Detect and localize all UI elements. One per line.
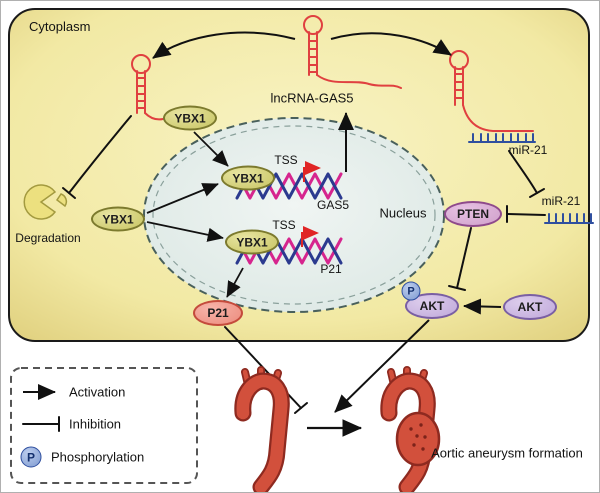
ybx1-node-cytoplasm: YBX1: [91, 206, 145, 232]
arrow-ybx1-to-p21-promoter: [146, 221, 224, 242]
legend-inhibition-label: Inhibition: [69, 416, 122, 432]
inhibition-mir21-pten: [506, 205, 546, 223]
cytoplasm-label: Cytoplasm: [29, 19, 91, 34]
arrow-ybx1-to-gas5-promoter: [146, 183, 219, 214]
aorta-normal-icon: [243, 370, 281, 487]
inhibition-pten-akt: [448, 227, 472, 291]
inhibition-degradation: [62, 115, 132, 199]
ybx1-node-complex: YBX1: [163, 105, 217, 131]
tss-p21-label: TSS: [272, 218, 296, 232]
outcome-label: Aortic aneurysm formation: [431, 445, 583, 461]
gas5-gene-label: GAS5: [316, 198, 350, 212]
p21-gene-label: P21: [320, 262, 342, 276]
arrow-p21-translation: [226, 267, 244, 298]
arrow-shuttle-left: [152, 31, 296, 59]
inhibition-mir21-sponge: [508, 150, 545, 198]
mir21-free-label: miR-21: [541, 194, 581, 208]
tss-arrow-gas5-icon: [303, 161, 321, 182]
arrow-shuttle-right: [330, 32, 452, 56]
mir21-bound-label: miR-21: [508, 143, 548, 157]
degradation-complex-icon: [23, 184, 68, 220]
legend-phospho-badge: P: [20, 446, 42, 468]
tss-arrow-p21-icon: [301, 226, 319, 247]
lncrna-gas5-label: lncRNA-GAS5: [270, 90, 354, 106]
ybx1-node-gas5-promoter: YBX1: [221, 165, 275, 191]
p21-protein-node: P21: [193, 300, 243, 326]
mir21-free-strand-icon: [544, 213, 594, 224]
lncrna-hairpin-top-icon: [303, 15, 402, 89]
arrow-ybx1-complex-to-nucleus: [193, 131, 229, 167]
pten-node: PTEN: [444, 201, 502, 227]
legend-box: [10, 367, 198, 484]
tss-gas5-label: TSS: [274, 153, 298, 167]
mir21-bound-strand-icon: [468, 133, 536, 143]
lncrna-hairpin-left-icon: [131, 54, 164, 121]
nucleus-label: Nucleus: [379, 205, 427, 221]
legend-activation-label: Activation: [69, 384, 126, 400]
akt-node: AKT: [503, 294, 557, 320]
arrow-akt-phosphorylation: [463, 298, 502, 315]
phospho-badge: P: [401, 281, 421, 301]
nucleus-inner-membrane-icon: [152, 125, 436, 305]
ybx1-node-p21-promoter: YBX1: [225, 229, 279, 255]
aorta-aneurysm-icon: [389, 370, 441, 487]
degradation-label: Degradation: [15, 231, 81, 245]
arrow-pakt-aneurysm: [334, 319, 430, 413]
legend-phosphorylation-label: Phosphorylation: [51, 449, 145, 465]
legend-inhibition-icon: [22, 416, 60, 432]
lncrna-hairpin-right-icon: [449, 50, 534, 132]
